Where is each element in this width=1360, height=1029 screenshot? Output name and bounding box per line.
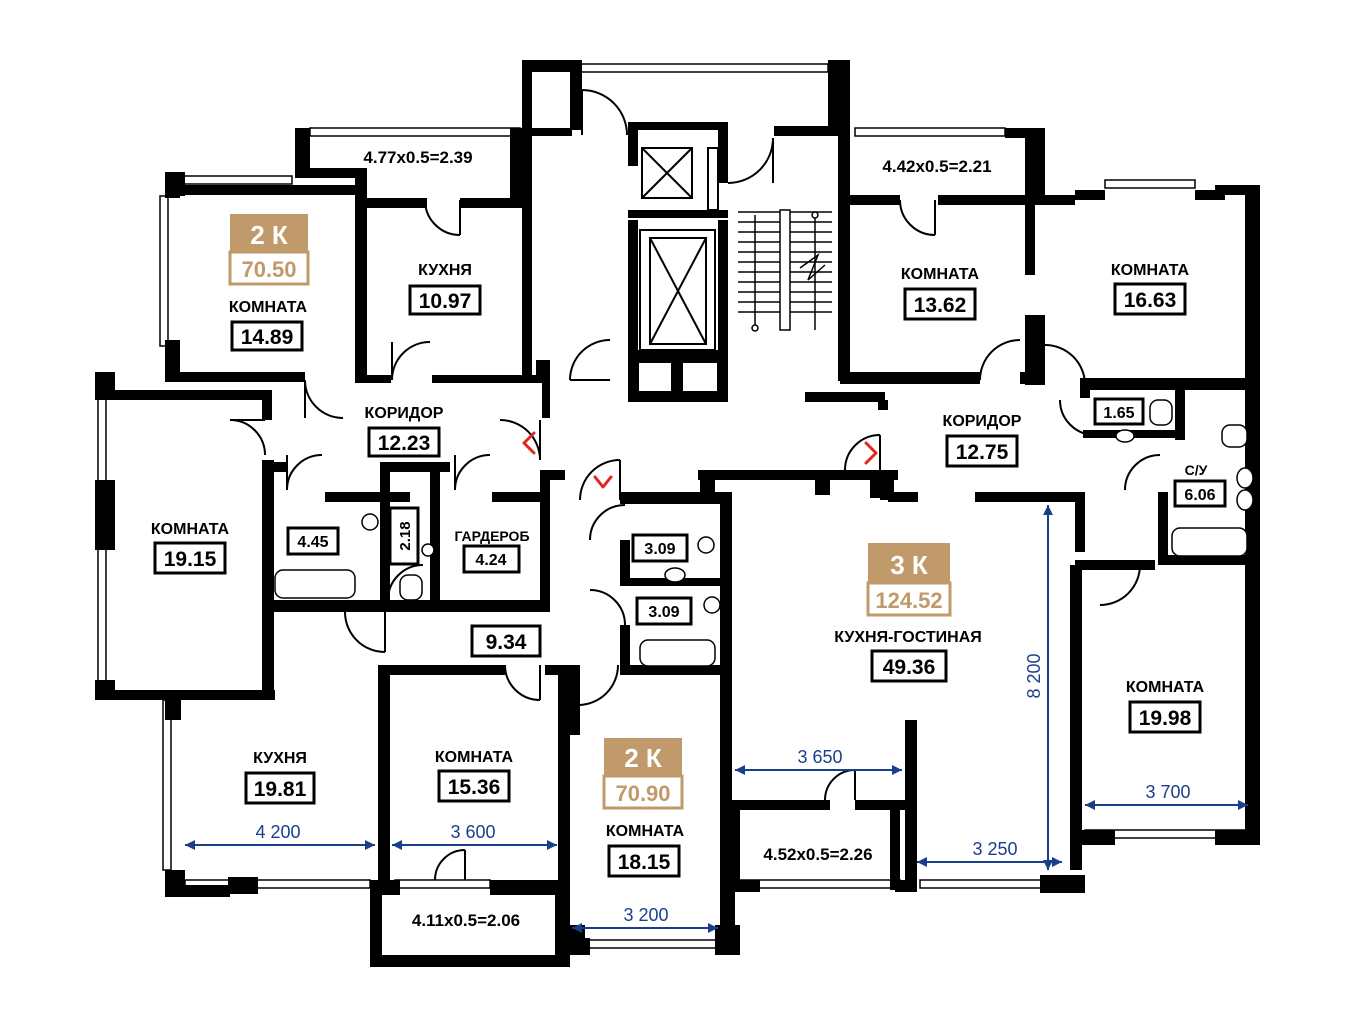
room-area: 19.98 bbox=[1139, 707, 1192, 730]
room-area: 14.89 bbox=[241, 326, 294, 349]
apartment-area: 70.50 bbox=[241, 257, 296, 282]
room-name: КОМНАТА bbox=[229, 299, 308, 316]
stairwell bbox=[637, 147, 832, 393]
bathroom-area: 4.45 bbox=[297, 534, 328, 551]
dimension-label: 3 700 bbox=[1145, 782, 1190, 802]
living-room-area: 49.36 bbox=[883, 656, 936, 679]
kitchen-area: 10.97 bbox=[419, 290, 472, 313]
room-area: 18.15 bbox=[618, 851, 671, 874]
apartment-badge-3k: 3 К 124.52 bbox=[866, 543, 952, 617]
corridor-name: КОРИДОР bbox=[365, 405, 444, 422]
room-name: КОМНАТА bbox=[901, 266, 980, 283]
balcony-label-bottom-mid: 4.52x0.5=2.26 bbox=[763, 845, 872, 864]
dimension-label: 3 600 bbox=[450, 822, 495, 842]
apartment-badge-2k-top: 2 К 70.50 bbox=[228, 214, 310, 286]
doors bbox=[229, 89, 1161, 881]
dimension-label: 8 200 bbox=[1024, 653, 1044, 698]
entry-arrow-right-icon bbox=[864, 441, 878, 465]
room-name: КОМНАТА bbox=[151, 521, 230, 538]
balcony-label-top-right: 4.42x0.5=2.21 bbox=[882, 157, 991, 176]
apartment-type: 2 К bbox=[250, 220, 288, 250]
bathroom-area: 3.09 bbox=[648, 604, 679, 621]
wardrobe-area: 4.24 bbox=[475, 552, 506, 569]
balcony-label-top-left: 4.77x0.5=2.39 bbox=[363, 148, 472, 167]
corridor-area: 12.75 bbox=[956, 441, 1009, 464]
apartment-badge-2k-bottom: 2 К 70.90 bbox=[602, 738, 684, 810]
room-area: 19.15 bbox=[164, 548, 217, 571]
room-name: КОМНАТА bbox=[435, 749, 514, 766]
dimension-label: 3 650 bbox=[797, 747, 842, 767]
room-area: 16.63 bbox=[1124, 289, 1177, 312]
bathroom-name: С/У bbox=[1185, 462, 1208, 478]
walls bbox=[95, 60, 1260, 967]
entry-arrows bbox=[522, 431, 878, 489]
wardrobe-name: ГАРДЕРОБ bbox=[454, 528, 529, 544]
wc-area: 2.18 bbox=[397, 521, 414, 550]
bathroom-area: 3.09 bbox=[644, 541, 675, 558]
hall-area: 9.34 bbox=[486, 631, 527, 654]
dimension-label: 3 250 bbox=[972, 839, 1017, 859]
sanitary-fixtures bbox=[274, 399, 1254, 667]
kitchen-area: 19.81 bbox=[254, 778, 307, 801]
room-name: КОМНАТА bbox=[1126, 679, 1205, 696]
living-room-name: КУХНЯ-ГОСТИНАЯ bbox=[834, 629, 982, 646]
bathroom-area: 6.06 bbox=[1184, 487, 1215, 504]
dimension-label: 3 200 bbox=[623, 905, 668, 925]
wc-area: 1.65 bbox=[1103, 405, 1134, 422]
room-area: 15.36 bbox=[448, 776, 501, 799]
dimension-label: 4 200 bbox=[255, 822, 300, 842]
corridor-area: 12.23 bbox=[378, 432, 431, 455]
kitchen-name: КУХНЯ bbox=[418, 262, 472, 279]
apartment-type: 3 К bbox=[890, 550, 928, 580]
room-name: КОМНАТА bbox=[1111, 262, 1190, 279]
apartment-area: 70.90 bbox=[615, 781, 670, 806]
entry-arrow-down-icon bbox=[593, 475, 613, 489]
corridor-name: КОРИДОР bbox=[943, 413, 1022, 430]
apartment-type: 2 К bbox=[624, 743, 662, 773]
room-area: 13.62 bbox=[914, 294, 967, 317]
kitchen-name: КУХНЯ bbox=[253, 750, 307, 767]
room-name: КОМНАТА bbox=[606, 823, 685, 840]
entry-arrow-left-icon bbox=[522, 431, 536, 455]
apartment-area: 124.52 bbox=[875, 588, 942, 613]
dimension-lines bbox=[185, 505, 1248, 933]
balcony-label-bottom-left: 4.11x0.5=2.06 bbox=[412, 911, 520, 930]
